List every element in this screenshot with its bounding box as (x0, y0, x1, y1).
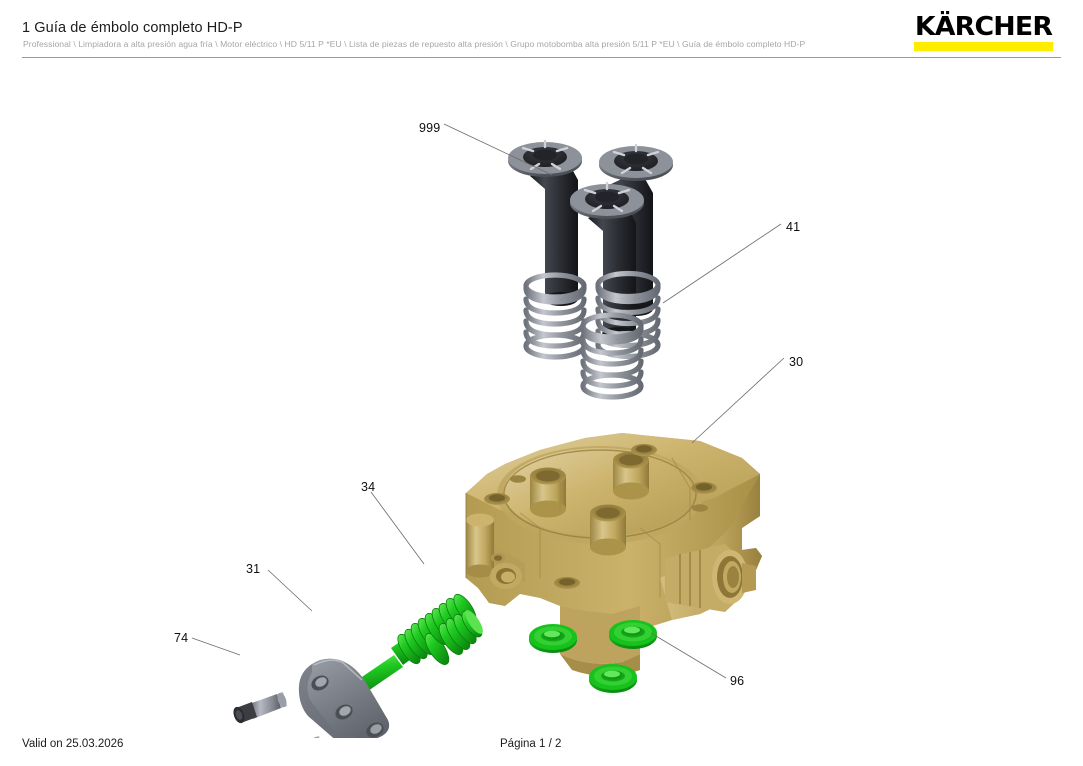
leader-lines (191, 123, 785, 679)
part-piston-guide (354, 593, 483, 694)
seal-ring-1 (529, 624, 577, 653)
part-pump-housing (465, 433, 762, 676)
karcher-yellow-bar (914, 42, 1053, 51)
socket-bolt-2 (313, 736, 323, 738)
leader-line-30 (691, 357, 785, 444)
leader-line-999 (443, 123, 553, 176)
exploded-parts-diagram (0, 58, 1083, 738)
piston-guide-ribs (397, 593, 483, 665)
part-group-torx-bolts (508, 139, 673, 341)
torx-bolt-2 (508, 139, 582, 306)
page-title: 1 Guía de émbolo completo HD-P (22, 20, 243, 36)
housing-left-boss (466, 513, 525, 589)
seal-ring-3 (589, 664, 637, 693)
part-group-seal-rings (529, 620, 657, 693)
socket-bolt-1 (233, 692, 287, 724)
callout-96[interactable]: 96 (730, 674, 745, 688)
callout-41[interactable]: 41 (786, 220, 801, 234)
footer-page-number: Página 1 / 2 (500, 738, 562, 750)
page-footer: Valid on 25.03.2026 Página 1 / 2 (0, 738, 1083, 766)
leader-line-34 (370, 491, 425, 565)
seal-ring-2 (609, 620, 657, 649)
callout-31[interactable]: 31 (246, 562, 261, 576)
part-group-springs (523, 270, 661, 400)
leader-line-31 (267, 569, 313, 612)
housing-outlet-port (665, 544, 756, 612)
leader-line-41 (662, 223, 782, 304)
part-group-socket-bolts (233, 692, 323, 738)
housing-bores (530, 451, 649, 556)
callout-30[interactable]: 30 (789, 355, 804, 369)
callout-74[interactable]: 74 (174, 631, 189, 645)
compression-spring-1 (523, 272, 587, 360)
housing-mount-holes (484, 444, 717, 589)
callout-999[interactable]: 999 (419, 121, 441, 135)
page-header: 1 Guía de émbolo completo HD-P Professio… (0, 0, 1083, 58)
karcher-logo: KÄRCHER (906, 14, 1061, 51)
callout-34[interactable]: 34 (361, 480, 376, 494)
part-mounting-bracket (298, 658, 390, 738)
header-divider (22, 57, 1061, 58)
leader-line-96 (650, 632, 727, 679)
compression-spring-3 (580, 312, 644, 400)
footer-valid-date: Valid on 25.03.2026 (22, 738, 124, 750)
leader-line-74 (191, 637, 241, 656)
torx-bolt-1 (570, 181, 644, 341)
breadcrumb: Professional \ Limpiadora a alta presión… (23, 39, 806, 49)
karcher-wordmark: KÄRCHER (914, 12, 1053, 42)
